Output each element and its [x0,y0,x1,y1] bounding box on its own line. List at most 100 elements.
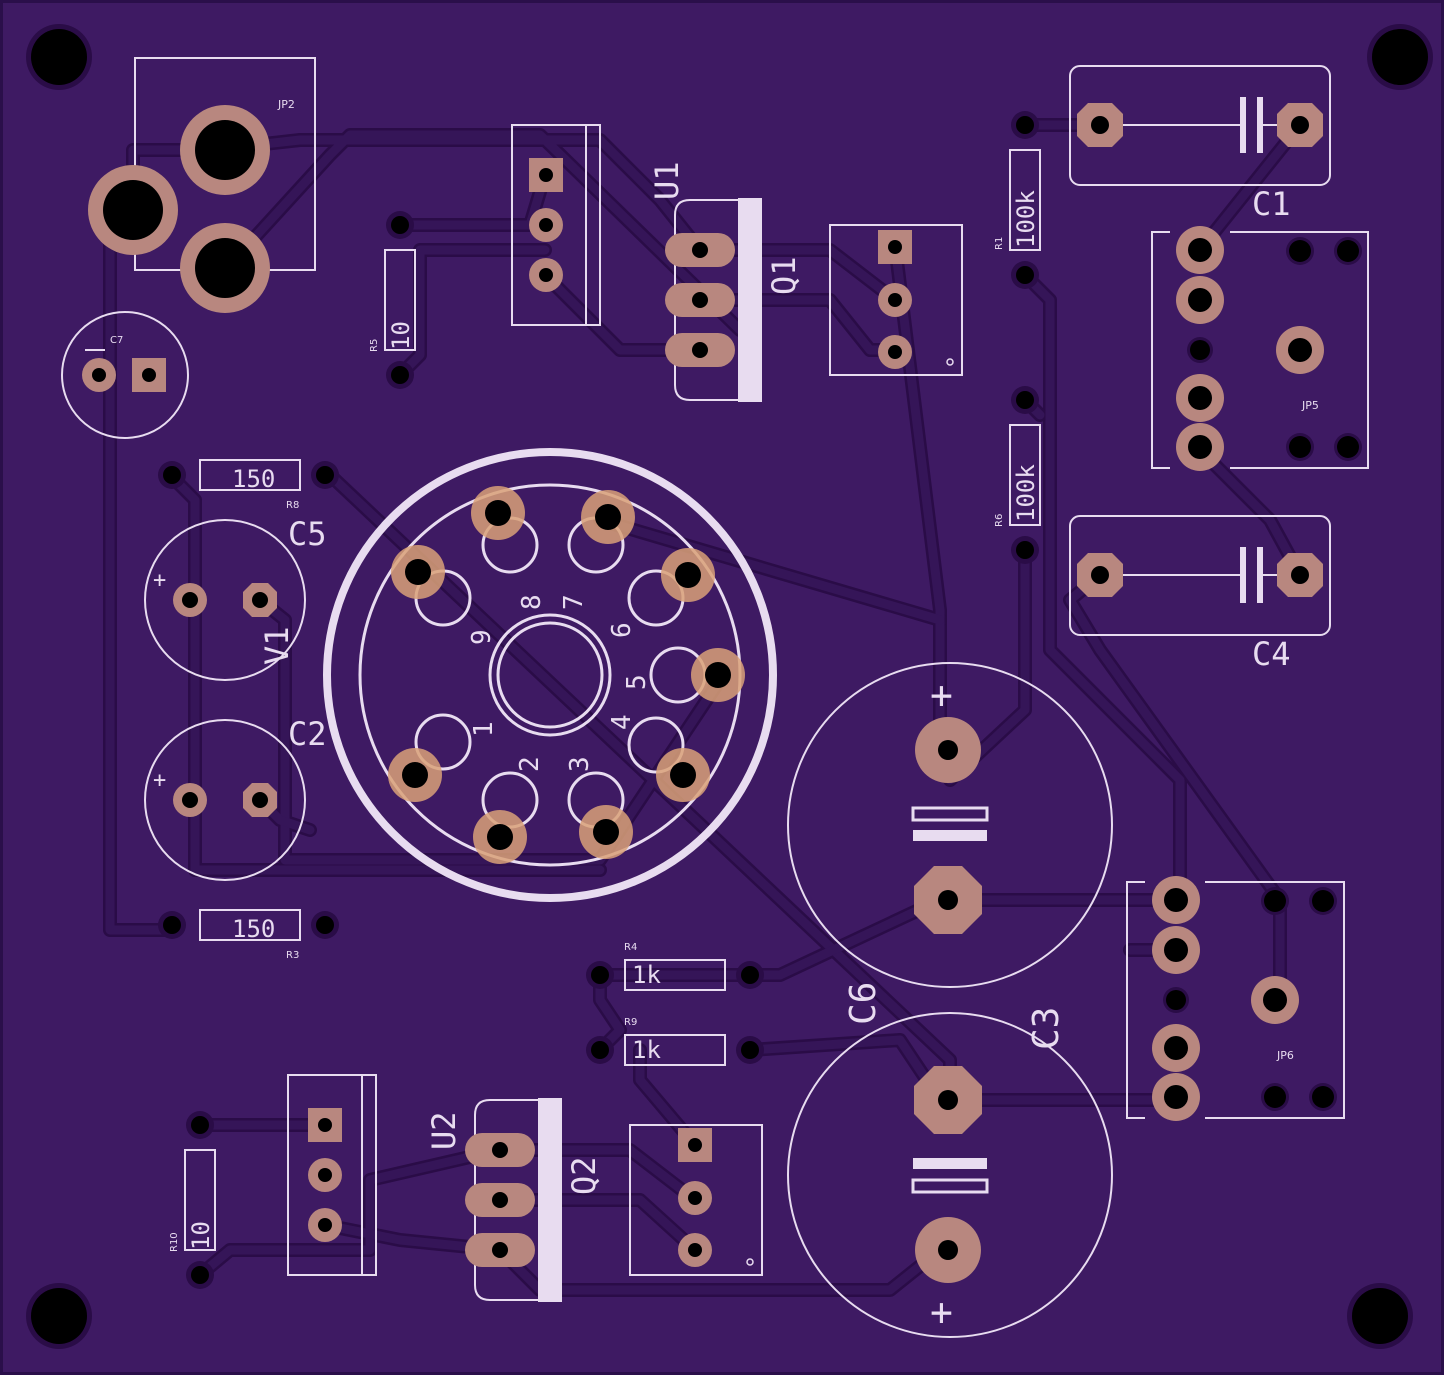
c5-label: C5 [288,515,327,553]
socket-pin-rings [414,516,707,829]
r1-resistor: 100k R1 [994,111,1041,289]
r10-hole [191,1116,209,1134]
c1-hole [1091,116,1109,134]
mounting-hole [1372,29,1428,85]
jp5-hole [1188,435,1212,459]
q2-heatsink [538,1098,562,1302]
pin-ring [627,716,685,774]
jp6-hole [1164,888,1188,912]
socket-hole [675,562,701,588]
c1-hole [1291,116,1309,134]
trimmer-lower-hole [688,1138,702,1152]
r10-value: 10 [187,1221,215,1250]
c4-hole [1291,566,1309,584]
trimmer-upper-hole [888,293,902,307]
q2-transistor: U2 Q2 [425,1098,603,1302]
c4-capacitor: C4 [1069,515,1331,673]
jp6-hole [1164,1085,1188,1109]
trimmer-lower [629,1124,763,1276]
r9-hole [741,1041,759,1059]
jp5-hole [1337,240,1359,262]
c2-capacitor: + C2 [144,715,327,881]
r9-value: 1k [632,1036,661,1064]
socket-hole [593,819,619,845]
q1-heatsink [738,198,762,402]
r10-resistor: 10 R10 [169,1111,216,1289]
r8-hole [316,466,334,484]
u1-hole [539,168,553,182]
c6-plate [913,830,987,841]
jp6-outline [1205,881,1345,1119]
r1-body [1009,149,1041,251]
jp2-hole [195,120,255,180]
c2-plus: + [153,768,166,793]
r8-hole [163,466,181,484]
jp5-hole [1188,238,1212,262]
r4-body [624,959,726,991]
pin-number: 2 [515,756,545,772]
c4-outline [1069,515,1331,636]
jp6-hole [1312,1086,1334,1108]
r1-hole [1016,116,1034,134]
pin-number: 9 [467,629,497,645]
u2-outline [287,1074,377,1276]
r3-hole [163,916,181,934]
c6-plus: + [930,673,953,717]
trimmer-lower-outline [629,1124,763,1276]
q2-hole [492,1242,508,1258]
jp5-hole [1188,386,1212,410]
c2-outline [144,719,306,881]
c7-capacitor: C7 [61,311,189,439]
mounting-hole [1352,1288,1408,1344]
v1-label: V1 [258,626,296,665]
c1-plate [1257,97,1263,153]
u2-regulator-body [287,1074,377,1276]
c4-label: C4 [1252,635,1291,673]
r4-value: 1k [632,961,661,989]
socket-hole [705,662,731,688]
q2-hole [492,1142,508,1158]
c3-plate [913,1158,987,1169]
q1-hole [692,242,708,258]
jp6-hole [1166,990,1186,1010]
jp6-hole [1264,890,1286,912]
pin-number: 3 [565,756,595,772]
c3-plate [911,1178,989,1194]
pin-number: 7 [559,594,589,610]
r5-hole [391,216,409,234]
trimmer-lower-dot [746,1258,754,1266]
socket-outer-ring [323,448,777,902]
r1-label: R1 [994,237,1005,250]
socket-hole [595,504,621,530]
c6-hole [938,890,958,910]
r9-body [624,1034,726,1066]
r6-resistor: 100k R6 [994,386,1041,564]
c6-outline [787,662,1113,988]
trimmer-upper-hole [888,345,902,359]
socket-pin-pads [388,486,745,864]
v1-tube-socket: 1 2 3 4 5 6 7 8 9 [323,448,777,902]
c6-label: C6 [843,982,884,1025]
r6-label: R6 [994,514,1005,527]
u1-outline [511,124,601,326]
jp6-hole [1312,890,1334,912]
jp6-hole [1164,938,1188,962]
u2-hole [318,1168,332,1182]
u2-hole [318,1118,332,1132]
pin-number: 8 [517,594,547,610]
r3-value: 150 [232,915,275,943]
c1-outline [1069,65,1331,186]
socket-center-ring [496,621,604,729]
r3-hole [316,916,334,934]
r10-hole [191,1266,209,1284]
r6-hole [1016,391,1034,409]
trimmer-lower-hole [688,1191,702,1205]
r1-hole [1016,266,1034,284]
r3-label: R3 [286,950,299,961]
u1-regulator: U1 [511,124,686,326]
u2-label: U2 [425,1111,463,1150]
jp5-hole [1190,340,1210,360]
jp2-hole [103,180,163,240]
c1-capacitor: C1 [1069,65,1331,223]
